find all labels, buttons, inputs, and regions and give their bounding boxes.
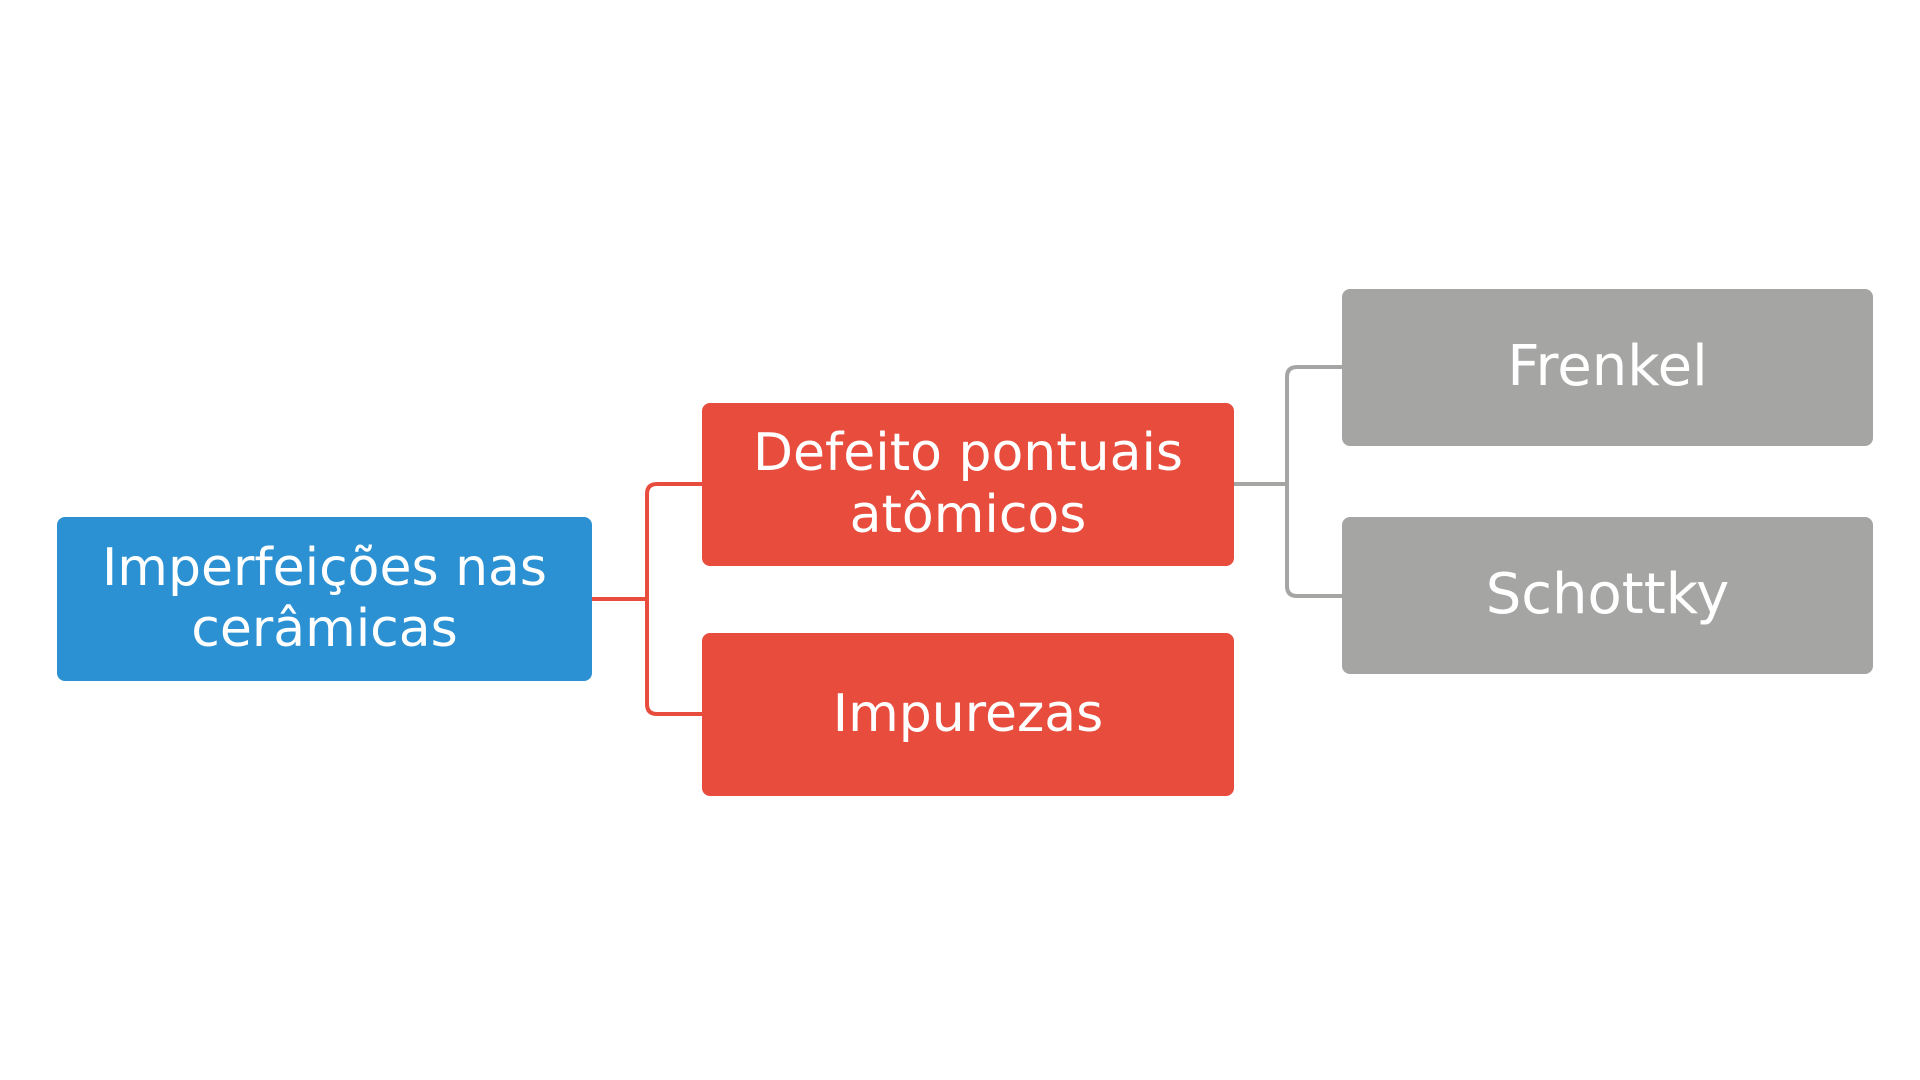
node-impurezas[interactable]: Impurezas xyxy=(702,633,1234,796)
node-schottky-label: Schottky xyxy=(1485,562,1730,628)
node-defeito-pontuais[interactable]: Defeito pontuais atômicos xyxy=(702,403,1234,566)
node-frenkel[interactable]: Frenkel xyxy=(1342,289,1873,446)
root-node[interactable]: Imperfeições nas cerâmicas xyxy=(57,517,592,681)
connector-defeito-to-frenkel xyxy=(1234,365,1342,486)
connector-defeito-to-schottky xyxy=(1234,482,1342,598)
root-node-label: Imperfeições nas cerâmicas xyxy=(101,537,548,659)
connector-root-to-defeito xyxy=(592,482,702,601)
node-schottky[interactable]: Schottky xyxy=(1342,517,1873,674)
node-impurezas-label: Impurezas xyxy=(832,683,1104,744)
connector-root-to-impurezas xyxy=(592,597,702,716)
node-frenkel-label: Frenkel xyxy=(1507,334,1708,400)
node-defeito-pontuais-label: Defeito pontuais atômicos xyxy=(752,423,1184,545)
